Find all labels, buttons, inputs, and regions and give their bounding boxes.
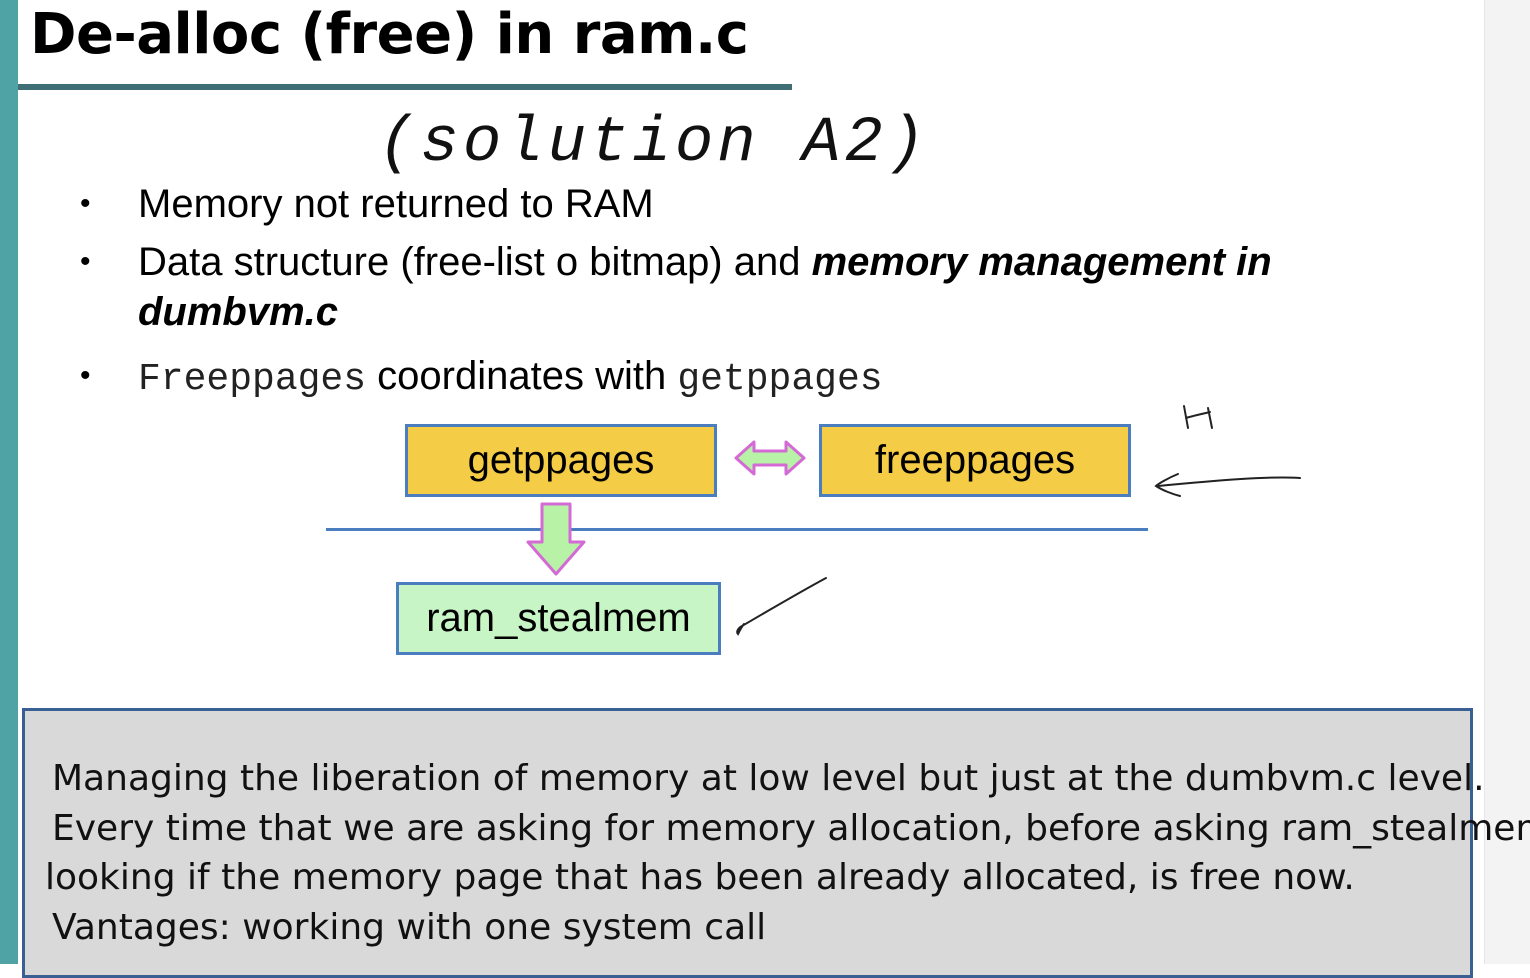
handwritten-check-annotation	[736, 577, 827, 636]
freeppages-box: freeppages	[819, 424, 1131, 497]
note-line-3: looking if the memory page that has been…	[45, 857, 1355, 898]
bullet-text-plain: Data structure (free-list o bitmap) and	[138, 240, 812, 284]
bullet-text: Freeppages coordinates with getppages	[138, 352, 883, 404]
down-arrow-icon	[526, 502, 586, 576]
title-underline	[18, 84, 792, 90]
note-line-2: Every time that we are asking for memory…	[52, 808, 1530, 849]
double-arrow-icon	[734, 440, 806, 476]
ram-stealmem-box: ram_stealmem	[396, 582, 721, 655]
bullet-text: Memory not returned to RAM	[138, 182, 654, 226]
bullet-marker: •	[80, 359, 91, 392]
note-box: Managing the liberation of memory at low…	[22, 708, 1530, 978]
code-getppages: getppages	[677, 358, 883, 401]
bullet-text: Data structure (free-list o bitmap) and …	[138, 238, 1272, 286]
bullet-text-plain: coordinates with	[366, 354, 678, 398]
divider-line	[326, 528, 1148, 531]
left-accent-bar	[0, 0, 18, 964]
code-freeppages: Freeppages	[138, 358, 367, 401]
note-line-1: Managing the liberation of memory at low…	[52, 758, 1485, 799]
bullet-marker: •	[80, 245, 91, 278]
bullet-marker: •	[80, 187, 91, 220]
note-line-4: Vantages: working with one system call	[52, 907, 767, 948]
bullet-text-emphasis: dumbvm.c	[138, 290, 339, 334]
bullet-text-emphasis: memory management in	[811, 240, 1272, 284]
getppages-box: getppages	[405, 424, 717, 497]
handwritten-arrow-annotation	[1154, 405, 1301, 497]
right-page-edge	[1484, 0, 1530, 964]
slide-title: De-alloc (free) in ram.c	[30, 2, 749, 67]
slide-subtitle: (solution A2)	[378, 108, 930, 180]
